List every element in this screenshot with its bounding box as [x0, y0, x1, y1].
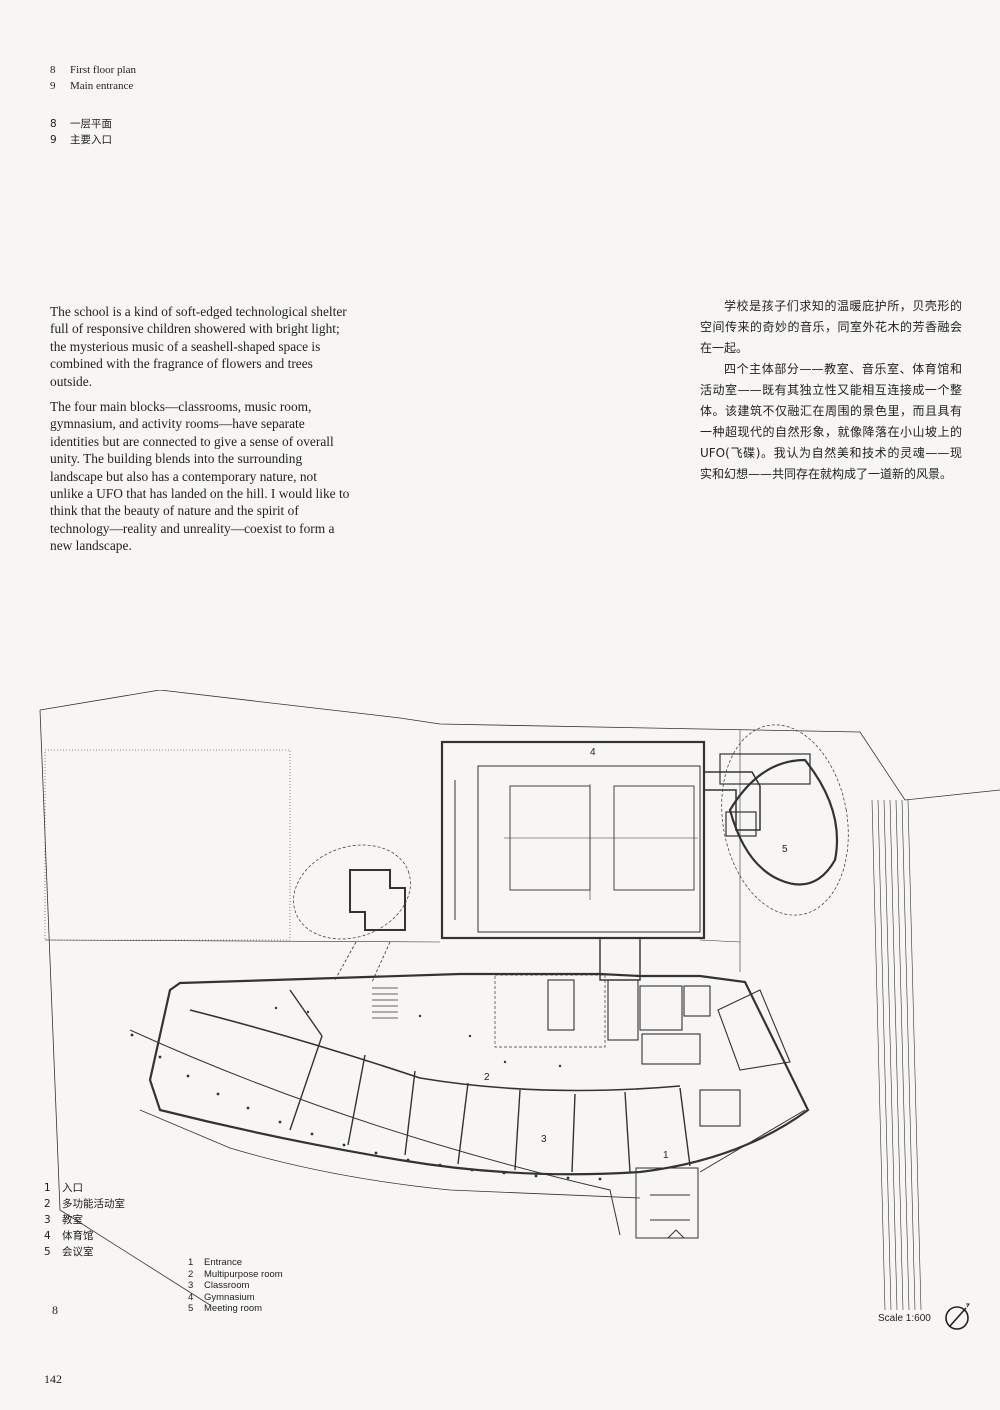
classroom-walls	[289, 989, 691, 1173]
legend-text: Gymnasium	[204, 1291, 255, 1303]
service-rooms	[547, 979, 791, 1127]
legend-text: 教室	[62, 1214, 83, 1226]
caption-row: 8 一层平面	[50, 116, 112, 132]
terrace-edge	[139, 1109, 641, 1199]
legend-row: 3 Classroom	[188, 1280, 283, 1292]
north-arrow-icon	[945, 1303, 970, 1330]
body-text-cn: 学校是孩子们求知的温暖庇护所，贝壳形的空间传来的奇妙的音乐，同室外花木的芳香融会…	[700, 296, 962, 485]
path-line	[44, 939, 441, 943]
meeting-room	[728, 758, 839, 886]
legend-row: 5 会议室	[44, 1244, 125, 1260]
page-number: 142	[44, 1372, 62, 1386]
path-line	[699, 939, 741, 943]
pavilion	[349, 869, 406, 931]
legend-number: 5	[188, 1303, 194, 1315]
legend-number: 4	[44, 1230, 51, 1242]
main-block-inner	[189, 1009, 681, 1092]
walkway	[371, 941, 391, 983]
paragraph: 学校是孩子们求知的温暖庇护所，贝壳形的空间传来的奇妙的音乐，同室外花木的芳香融会…	[700, 299, 962, 355]
room-label-meeting: 5	[782, 844, 788, 855]
legend-number: 4	[188, 1291, 194, 1303]
legend-number: 3	[44, 1214, 51, 1226]
legend-cn: 1 入口 2 多功能活动室 3 教室 4 体育馆 5 会议室	[44, 1180, 125, 1260]
legend-text: 入口	[62, 1182, 83, 1194]
caption-row: 9 Main entrance	[50, 78, 136, 94]
site-boundary	[39, 709, 211, 1306]
room-label-gymnasium: 4	[590, 747, 596, 758]
multipurpose-dashed	[494, 974, 606, 1048]
legend-text: 体育馆	[62, 1230, 94, 1242]
legend-text: Meeting room	[204, 1303, 263, 1315]
figure-number: 8	[52, 1303, 58, 1317]
legend-text: Classroom	[204, 1280, 250, 1292]
caption-text: Main entrance	[70, 80, 134, 92]
service-room	[719, 753, 811, 785]
stair	[372, 987, 398, 1019]
legend-text: 多功能活动室	[62, 1198, 125, 1210]
meeting-room-halo	[721, 724, 849, 916]
legend-row: 5 Meeting room	[188, 1303, 283, 1315]
legend-number: 2	[188, 1268, 194, 1280]
legend-text: Multipurpose room	[204, 1268, 283, 1280]
legend-row: 1 Entrance	[188, 1257, 283, 1269]
legend-row: 1 入口	[44, 1180, 125, 1196]
room-label-classroom: 3	[541, 1134, 547, 1145]
paragraph: 四个主体部分——教室、音乐室、体育馆和活动室——既有其独立性又能相互连接成一个整…	[700, 362, 962, 481]
caption-number: 8	[50, 64, 56, 76]
paragraph: The four main blocks—classrooms, music r…	[50, 399, 350, 554]
canopy-outer	[699, 1109, 806, 1173]
caption-text: 一层平面	[70, 118, 112, 130]
corridor	[704, 771, 761, 831]
figure-captions-cn: 8 一层平面 9 主要入口	[50, 116, 112, 148]
legend-row: 2 Multipurpose room	[188, 1269, 283, 1281]
paragraph: The school is a kind of soft-edged techn…	[50, 304, 347, 389]
legend-number: 3	[188, 1280, 194, 1292]
gymnasium-block	[440, 740, 706, 940]
main-block-outer	[148, 972, 810, 1176]
figure-captions-en: 8 First floor plan 9 Main entrance	[50, 62, 136, 94]
legend-number: 1	[188, 1257, 194, 1268]
legend-row: 4 Gymnasium	[188, 1292, 283, 1304]
track-lanes	[871, 799, 922, 1310]
caption-number: 9	[50, 134, 57, 146]
legend-row: 2 多功能活动室	[44, 1196, 125, 1212]
legend-row: 3 教室	[44, 1212, 125, 1228]
service-room	[725, 811, 757, 837]
caption-text: 主要入口	[70, 134, 112, 146]
gym-inner	[477, 765, 701, 933]
legend-number: 5	[44, 1246, 51, 1258]
site-boundary	[39, 690, 1000, 801]
caption-row: 8 First floor plan	[50, 62, 136, 78]
room-label-multipurpose: 2	[484, 1072, 490, 1083]
legend-text: 会议室	[62, 1246, 94, 1258]
caption-number: 8	[50, 118, 57, 130]
legend-number: 2	[44, 1198, 51, 1210]
first-floor-plan: 4 5 2 3 1	[39, 690, 1000, 1310]
legend-row: 4 体育馆	[44, 1228, 125, 1244]
caption-number: 9	[50, 80, 56, 92]
body-text-en: The school is a kind of soft-edged techn…	[50, 303, 350, 563]
column-dots	[130, 1006, 602, 1181]
legend-text: Entrance	[204, 1257, 243, 1268]
pavilion-halo	[293, 844, 411, 940]
canopy-outer	[129, 1029, 621, 1236]
walkway	[334, 941, 357, 981]
caption-row: 9 主要入口	[50, 132, 112, 148]
entrance-forecourt	[635, 1167, 699, 1239]
entrance-arrow-icon	[666, 1229, 686, 1239]
scale-label: Scale 1:600	[878, 1313, 931, 1324]
legend-number: 1	[44, 1182, 51, 1194]
sports-field	[44, 749, 291, 941]
room-label-entrance: 1	[663, 1150, 669, 1161]
caption-text: First floor plan	[70, 64, 136, 76]
